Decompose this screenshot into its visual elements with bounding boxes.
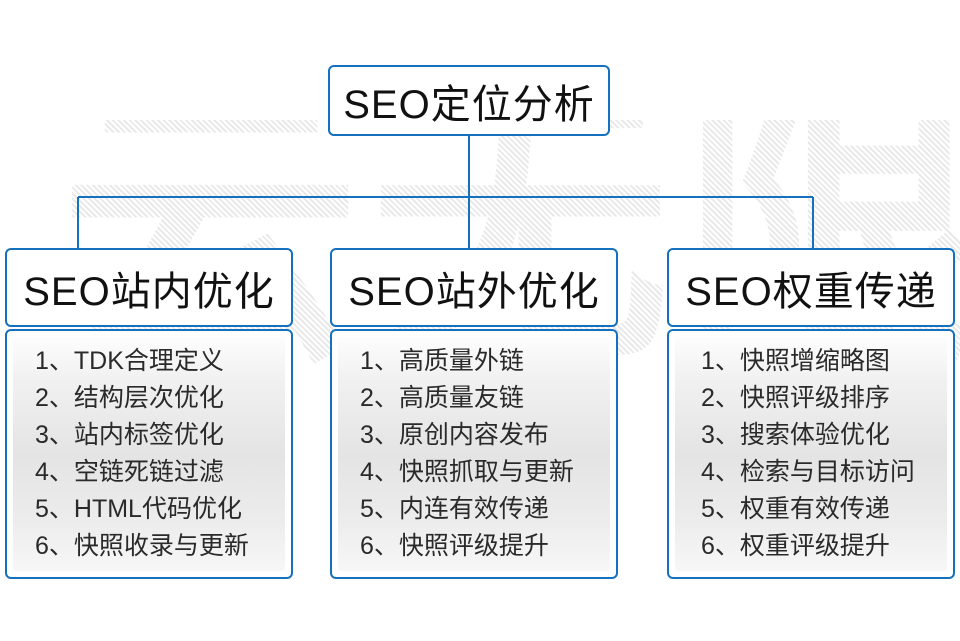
column-body-3-panel: 1、快照增缩略图 2、快照评级排序 3、搜索体验优化 4、检索与目标访问 5、权… (675, 337, 947, 571)
column-body-3: 1、快照增缩略图 2、快照评级排序 3、搜索体验优化 4、检索与目标访问 5、权… (667, 329, 955, 579)
list-item: 1、高质量外链 (360, 347, 524, 375)
list-item: 2、高质量友链 (360, 384, 524, 412)
root-node[interactable]: SEO定位分析 (328, 65, 610, 136)
column-header-3-title: SEO权重传递 (685, 269, 937, 314)
list-item: 5、HTML代码优化 (35, 495, 242, 523)
list-item: 2、结构层次优化 (35, 384, 224, 412)
column-header-2[interactable]: SEO站外优化 (330, 248, 618, 327)
list-item: 3、站内标签优化 (35, 421, 224, 449)
list-item: 1、TDK合理定义 (35, 347, 224, 375)
list-item: 6、快照评级提升 (360, 532, 549, 560)
column-body-1-panel: 1、TDK合理定义 2、结构层次优化 3、站内标签优化 4、空链死链过滤 5、H… (13, 337, 285, 571)
root-node-title: SEO定位分析 (343, 82, 595, 127)
list-item: 1、快照增缩略图 (701, 347, 890, 375)
list-item: 6、快照收录与更新 (35, 532, 249, 560)
list-item: 4、快照抓取与更新 (360, 458, 574, 486)
list-item: 4、检索与目标访问 (701, 458, 915, 486)
list-item: 2、快照评级排序 (701, 384, 890, 412)
list-item: 5、权重有效传递 (701, 495, 890, 523)
list-item: 3、原创内容发布 (360, 421, 549, 449)
column-body-2-panel: 1、高质量外链 2、高质量友链 3、原创内容发布 4、快照抓取与更新 5、内连有… (338, 337, 610, 571)
column-header-1-title: SEO站内优化 (23, 269, 275, 314)
column-header-2-title: SEO站外优化 (348, 269, 600, 314)
column-seo-weight-transfer: SEO权重传递 1、快照增缩略图 2、快照评级排序 3、搜索体验优化 4、检索与… (667, 248, 955, 579)
list-item: 4、空链死链过滤 (35, 458, 224, 486)
column-header-1[interactable]: SEO站内优化 (5, 248, 293, 327)
list-item: 3、搜索体验优化 (701, 421, 890, 449)
column-seo-offsite: SEO站外优化 1、高质量外链 2、高质量友链 3、原创内容发布 4、快照抓取与… (330, 248, 618, 579)
column-body-1: 1、TDK合理定义 2、结构层次优化 3、站内标签优化 4、空链死链过滤 5、H… (5, 329, 293, 579)
column-body-2: 1、高质量外链 2、高质量友链 3、原创内容发布 4、快照抓取与更新 5、内连有… (330, 329, 618, 579)
list-item: 5、内连有效传递 (360, 495, 549, 523)
column-seo-onsite: SEO站内优化 1、TDK合理定义 2、结构层次优化 3、站内标签优化 4、空链… (5, 248, 293, 579)
column-header-3[interactable]: SEO权重传递 (667, 248, 955, 327)
list-item: 6、权重评级提升 (701, 532, 890, 560)
